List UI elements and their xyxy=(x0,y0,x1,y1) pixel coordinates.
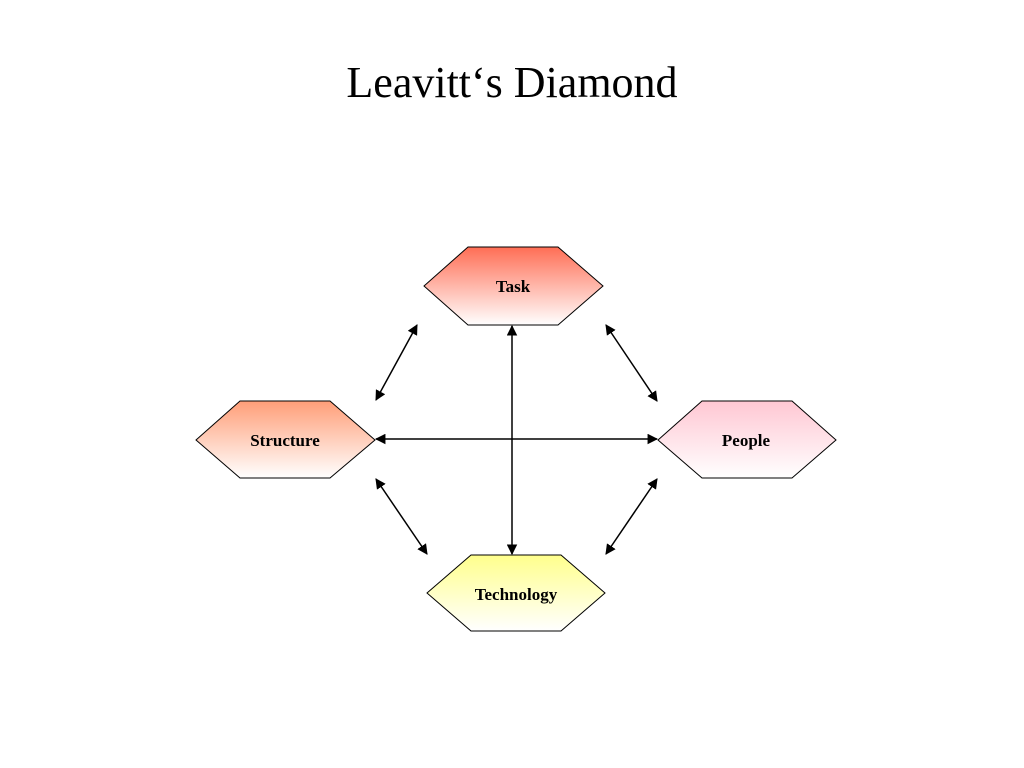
node-technology: Technology xyxy=(426,554,606,632)
structure-label: Structure xyxy=(250,431,320,450)
connector-task-people xyxy=(605,324,658,402)
node-people: People xyxy=(657,400,837,479)
people-label: People xyxy=(722,431,771,450)
connector-task-structure xyxy=(375,324,418,401)
people-hexagon xyxy=(657,400,837,479)
node-structure: Structure xyxy=(195,400,376,479)
slide-title: Leavitt‘s Diamond xyxy=(346,58,678,107)
connector-structure-technology xyxy=(375,478,428,555)
structure-hexagon xyxy=(195,400,376,479)
technology-label: Technology xyxy=(475,585,558,604)
node-task: Task xyxy=(423,246,604,326)
task-hexagon xyxy=(423,246,604,326)
task-label: Task xyxy=(496,277,531,296)
connector-people-technology xyxy=(605,478,658,555)
technology-hexagon xyxy=(426,554,606,632)
